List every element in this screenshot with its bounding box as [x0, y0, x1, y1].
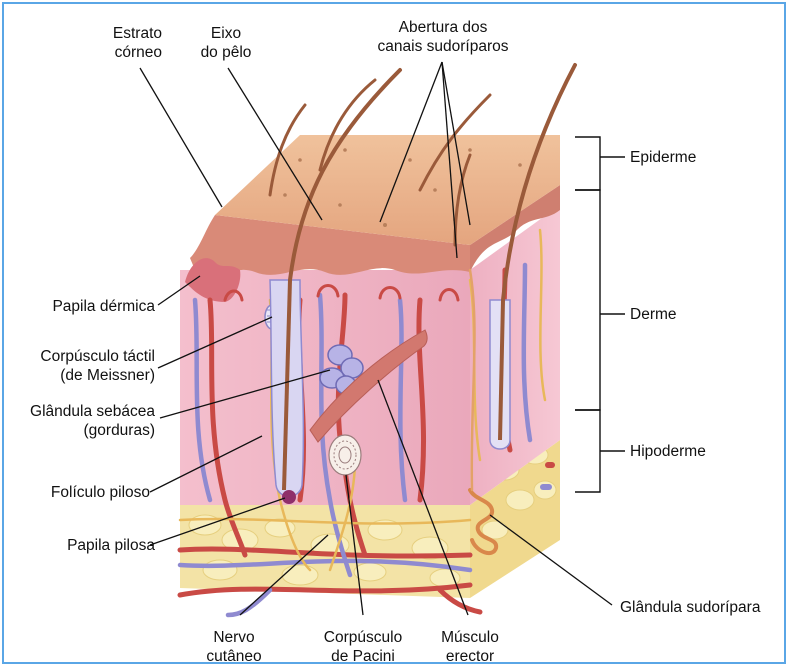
layer-brackets — [575, 137, 625, 492]
label-nervo-cutaneo-line2: cutâneo — [194, 647, 274, 666]
label-corpusculo-tactil: Corpúsculo táctil (de Meissner) — [10, 347, 155, 385]
label-glandula-sebacea-line2: (gorduras) — [10, 421, 155, 440]
pacinian-corpuscle — [329, 435, 361, 475]
label-hipoderme: Hipoderme — [630, 442, 706, 461]
label-corpusculo-pacini: Corpúsculo de Pacini — [308, 628, 418, 666]
label-abertura-line2: canais sudoríparos — [368, 37, 518, 56]
label-musculo-erector-line1: Músculo — [425, 628, 515, 647]
label-estrato-corneo-line1: Estrato — [60, 24, 162, 43]
label-abertura-canais: Abertura dos canais sudoríparos — [368, 18, 518, 56]
label-nervo-cutaneo-line1: Nervo — [194, 628, 274, 647]
label-eixo-pelo-line1: Eixo — [186, 24, 266, 43]
label-nervo-cutaneo: Nervo cutâneo — [194, 628, 274, 666]
label-corpusculo-pacini-line1: Corpúsculo — [308, 628, 418, 647]
label-derme: Derme — [630, 305, 677, 324]
hair-follicle-main — [270, 280, 303, 504]
label-corpusculo-tactil-line1: Corpúsculo táctil — [10, 347, 155, 366]
label-corpusculo-pacini-line2: de Pacini — [308, 647, 418, 666]
label-glandula-sebacea-line1: Glândula sebácea — [10, 402, 155, 421]
label-glandula-sebacea: Glândula sebácea (gorduras) — [10, 402, 155, 440]
label-corpusculo-tactil-line2: (de Meissner) — [10, 366, 155, 385]
label-foliculo-piloso: Folículo piloso — [10, 483, 150, 502]
label-estrato-corneo: Estrato córneo — [60, 24, 162, 62]
hair-follicle-right — [490, 300, 510, 449]
label-papila-pilosa: Papila pilosa — [10, 536, 155, 555]
label-eixo-pelo: Eixo do pêlo — [186, 24, 266, 62]
label-estrato-corneo-line2: córneo — [60, 43, 162, 62]
label-eixo-pelo-line2: do pêlo — [186, 43, 266, 62]
label-papila-dermica: Papila dérmica — [10, 297, 155, 316]
label-epiderme: Epiderme — [630, 148, 696, 167]
label-glandula-sudoripara: Glândula sudorípara — [620, 598, 760, 617]
label-abertura-line1: Abertura dos — [368, 18, 518, 37]
label-musculo-erector: Músculo erector — [425, 628, 515, 666]
label-musculo-erector-line2: erector — [425, 647, 515, 666]
